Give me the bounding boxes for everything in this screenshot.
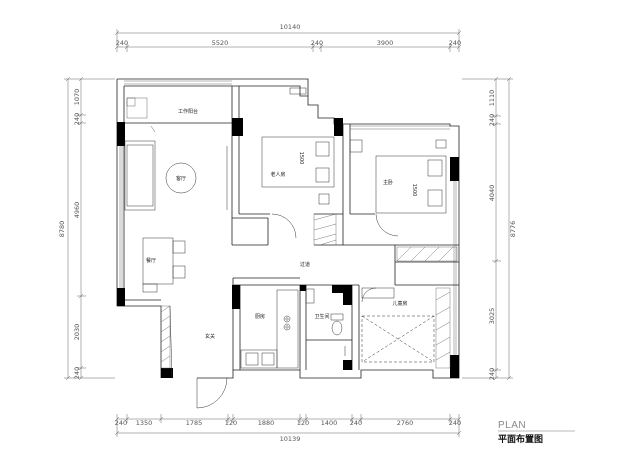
bottom-dim-9: 2760 (397, 419, 414, 427)
master-bedroom: 主卧 1500 (349, 139, 447, 237)
kids-room: 儿童房 (361, 287, 435, 363)
walls-outline (116, 78, 460, 379)
windows (119, 80, 457, 355)
top-dim-2: 5520 (212, 39, 229, 47)
right-dimension-chain: 1110 240 4040 3025 240 8776 (462, 76, 517, 380)
room-living: 客厅 (176, 175, 186, 182)
elder-room: 老人房 1500 (261, 87, 335, 239)
plan-title-en: PLAN (498, 420, 526, 431)
dining-room: 餐厅 (142, 237, 186, 293)
kitchen: 厨房 (240, 289, 299, 369)
entrance: 玄关 (169, 305, 228, 409)
living-room: 客厅 (124, 140, 228, 211)
work-balcony: 工作阳台 (126, 97, 198, 133)
room-bathroom: 卫生间 (314, 313, 329, 320)
right-dim-3: 4040 (488, 185, 496, 202)
structural-columns (117, 118, 459, 378)
bottom-dim-3: 1785 (186, 419, 203, 427)
bottom-dim-7: 1400 (321, 419, 338, 427)
hatched-walls (160, 213, 458, 369)
left-dim-4: 2030 (73, 324, 81, 341)
left-dim-5: 240 (73, 367, 81, 379)
top-dim-1: 240 (116, 39, 128, 47)
top-total-dim: 10140 (280, 23, 301, 31)
left-total-dim: 8780 (58, 221, 66, 238)
room-entrance: 玄关 (205, 333, 215, 340)
left-dim-2: 240 (73, 113, 81, 125)
bottom-dim-6: 120 (297, 419, 309, 427)
plan-title-cn: 平面布置图 (498, 433, 543, 445)
top-dim-5: 240 (449, 39, 461, 47)
left-dimension-chain: 8780 1070 240 4960 2030 240 (58, 76, 115, 381)
elder-bed-size: 1500 (298, 152, 304, 165)
bathroom: 卫生间 (305, 288, 346, 356)
bottom-dim-5: 1880 (258, 419, 275, 427)
bottom-dim-4: 120 (225, 419, 237, 427)
title-block: PLAN 平面布置图 (498, 420, 575, 445)
top-dimension-chain: 10140 240 5520 240 3900 240 (114, 23, 461, 52)
bottom-total-dim: 10139 (280, 435, 301, 443)
top-dim-3: 240 (311, 39, 323, 47)
bottom-dim-8: 240 (350, 419, 362, 427)
left-dim-3: 4960 (73, 202, 81, 219)
right-dim-1: 1110 (488, 90, 496, 107)
room-work-balcony: 工作阳台 (178, 108, 198, 115)
room-corridor: 过道 (300, 261, 310, 268)
room-kids: 儿童房 (392, 300, 407, 307)
right-dim-2: 240 (488, 114, 496, 126)
top-dim-4: 3900 (377, 39, 394, 47)
left-dim-1: 1070 (73, 89, 81, 106)
right-total-dim: 8776 (509, 221, 517, 238)
right-dim-4: 3025 (488, 308, 496, 325)
bottom-dimension-chain: 240 1350 1785 120 1880 120 1400 240 2760… (115, 414, 461, 443)
bottom-dim-10: 240 (449, 419, 461, 427)
bottom-dim-1: 240 (115, 419, 127, 427)
master-bed-size: 1500 (411, 184, 417, 197)
right-dim-5: 240 (488, 368, 496, 380)
room-master: 主卧 (383, 179, 393, 186)
room-dining: 餐厅 (146, 257, 156, 264)
room-kitchen: 厨房 (255, 313, 265, 320)
bottom-dim-2: 1350 (136, 419, 153, 427)
room-elder: 老人房 (270, 171, 285, 178)
